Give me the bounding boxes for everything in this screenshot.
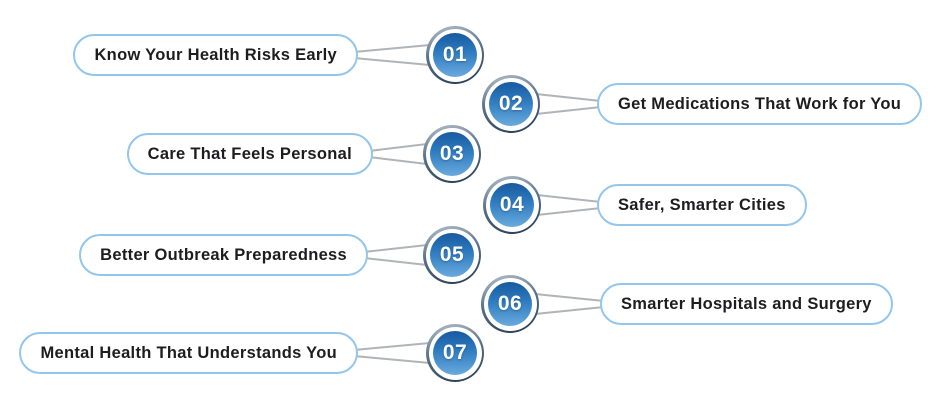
badge-ring: 01 bbox=[428, 28, 482, 82]
step-number-badge: 06 bbox=[481, 275, 539, 333]
connector-line bbox=[535, 289, 604, 319]
step-number-badge: 02 bbox=[482, 75, 540, 133]
step-pill: Get Medications That Work for You bbox=[597, 83, 923, 125]
step-number: 01 bbox=[433, 33, 477, 77]
step-pill: Care That Feels Personal bbox=[126, 133, 373, 175]
step-label: Safer, Smarter Cities bbox=[618, 195, 786, 214]
step-pill: Smarter Hospitals and Surgery bbox=[600, 283, 893, 325]
step-number-badge: 07 bbox=[426, 324, 484, 382]
step-pill: Mental Health That Understands You bbox=[19, 332, 358, 374]
step-number: 04 bbox=[490, 183, 534, 227]
step-number: 03 bbox=[430, 132, 474, 176]
step-number-badge: 01 bbox=[426, 26, 484, 84]
connector-line bbox=[354, 40, 430, 70]
step-label: Get Medications That Work for You bbox=[618, 94, 902, 113]
step-label: Smarter Hospitals and Surgery bbox=[621, 294, 872, 313]
badge-ring: 07 bbox=[428, 326, 482, 380]
badge-ring: 06 bbox=[483, 277, 537, 331]
connector-line bbox=[364, 240, 427, 270]
step-number-badge: 03 bbox=[423, 125, 481, 183]
step-number: 02 bbox=[489, 82, 533, 126]
step-pill: Know Your Health Risks Early bbox=[73, 34, 358, 76]
step-pill: Safer, Smarter Cities bbox=[597, 184, 807, 226]
step-pill: Better Outbreak Preparedness bbox=[79, 234, 368, 276]
step-number-badge: 05 bbox=[423, 226, 481, 284]
step-label: Better Outbreak Preparedness bbox=[100, 245, 347, 264]
badge-ring: 03 bbox=[425, 127, 479, 181]
connector-line bbox=[536, 89, 601, 119]
step-label: Care That Feels Personal bbox=[147, 144, 352, 163]
connector-line bbox=[369, 139, 427, 169]
step-number: 06 bbox=[488, 282, 532, 326]
step-label: Know Your Health Risks Early bbox=[94, 45, 337, 64]
connector-line bbox=[354, 338, 430, 368]
badge-ring: 02 bbox=[484, 77, 538, 131]
badge-ring: 04 bbox=[485, 178, 539, 232]
connector-line bbox=[537, 190, 601, 220]
badge-ring: 05 bbox=[425, 228, 479, 282]
step-label: Mental Health That Understands You bbox=[40, 343, 337, 362]
step-number-badge: 04 bbox=[483, 176, 541, 234]
step-number: 05 bbox=[430, 233, 474, 277]
step-number: 07 bbox=[433, 331, 477, 375]
